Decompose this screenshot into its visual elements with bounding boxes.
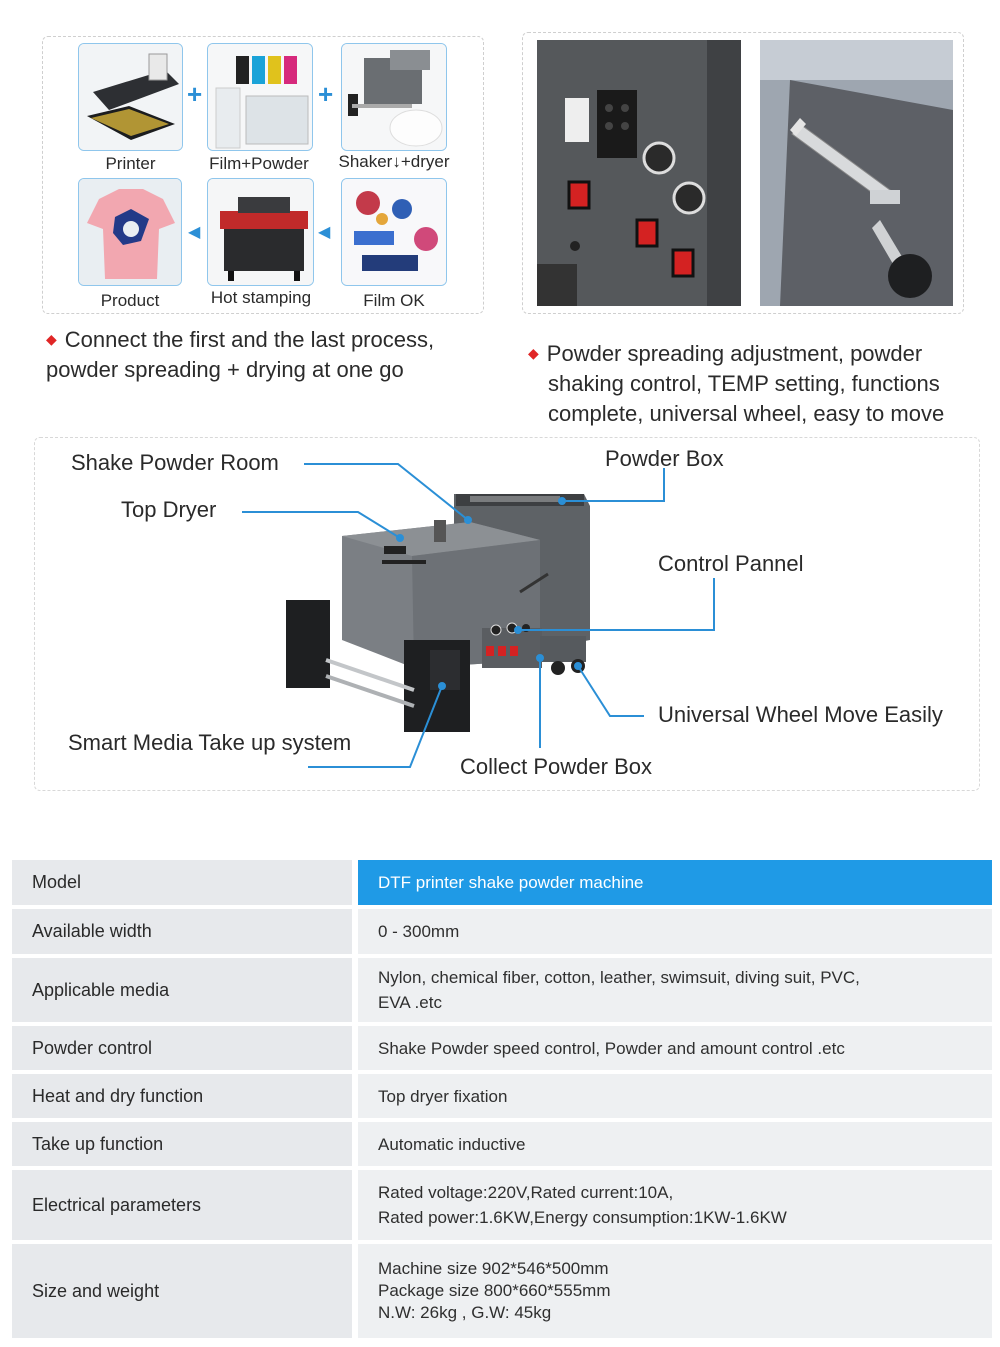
spec-value-line1: Rated voltage:220V,Rated current:10A,: [378, 1183, 674, 1202]
film-powder-label: Film+Powder: [209, 154, 309, 173]
spec-key: Powder control: [12, 1026, 352, 1070]
printer-label: Printer: [105, 154, 156, 173]
table-row: Size and weight Machine size 902*546*500…: [12, 1244, 992, 1338]
spec-key: Heat and dry function: [12, 1074, 352, 1118]
control-pannel-label: Control Pannel: [658, 551, 804, 576]
film-ok-thumb: [341, 178, 447, 286]
process-bullet-line2: powder spreading + drying at one go: [46, 357, 404, 382]
spec-value: 0 - 300mm: [358, 909, 992, 954]
spec-value: Machine size 902*546*500mm Package size …: [358, 1244, 992, 1338]
film-ok-label: Film OK: [363, 291, 425, 310]
features-bullet-line1: Powder spreading adjustment, powder: [546, 341, 923, 366]
wheel-handle-photo: [760, 40, 953, 306]
control-panel-closeup-icon: [537, 40, 741, 306]
spec-value: DTF printer shake powder machine: [358, 860, 992, 905]
bullet-icon: ◆: [528, 345, 539, 361]
spec-value: Automatic inductive: [358, 1122, 992, 1166]
shaker-dryer-label: Shaker↓+dryer: [338, 152, 450, 171]
spec-key: Electrical parameters: [12, 1170, 352, 1240]
table-row: Applicable media Nylon, chemical fiber, …: [12, 958, 992, 1022]
shaker-dryer-thumb: [341, 43, 447, 151]
printed-film-icon: [342, 179, 446, 285]
handle-wheel-closeup-icon: [760, 40, 953, 306]
table-row: Available width 0 - 300mm: [12, 909, 992, 954]
control-panel-photo: [537, 40, 741, 306]
table-row: Take up function Automatic inductive: [12, 1122, 992, 1166]
spec-value-line2: Package size 800*660*555mm: [378, 1281, 611, 1300]
shake-powder-room-label: Shake Powder Room: [71, 450, 279, 475]
film-powder-thumb: [207, 43, 313, 151]
table-row: Heat and dry function Top dryer fixation: [12, 1074, 992, 1118]
shaker-machine-icon: [342, 44, 446, 150]
spec-value-line3: N.W: 26kg , G.W: 45kg: [378, 1303, 552, 1322]
spec-key: Size and weight: [12, 1244, 352, 1338]
hot-stamping-label: Hot stamping: [210, 288, 312, 307]
process-bullet-line1: Connect the first and the last process,: [64, 327, 435, 352]
ink-bottles-icon: [208, 44, 312, 150]
spec-value-line1: Nylon, chemical fiber, cotton, leather, …: [378, 968, 860, 987]
bullet-icon: ◆: [46, 331, 57, 347]
top-dryer-label: Top Dryer: [121, 497, 217, 522]
tshirt-icon: [79, 179, 181, 285]
spec-table: Model DTF printer shake powder machine A…: [12, 856, 992, 1342]
heat-press-icon: [208, 179, 313, 285]
table-row: Powder control Shake Powder speed contro…: [12, 1026, 992, 1070]
spec-value-line2: EVA .etc: [378, 993, 442, 1012]
product-label: Product: [100, 291, 160, 310]
table-row: Model DTF printer shake powder machine: [12, 860, 992, 905]
features-bullet-line3: complete, universal wheel, easy to move: [548, 401, 945, 426]
smart-media-label: Smart Media Take up system: [68, 730, 352, 755]
powder-box-label: Powder Box: [605, 446, 724, 471]
product-thumb: [78, 178, 182, 286]
spec-value-line1: Machine size 902*546*500mm: [378, 1259, 609, 1278]
features-bullet-line2: shaking control, TEMP setting, functions: [548, 371, 940, 396]
spec-value: Rated voltage:220V,Rated current:10A, Ra…: [358, 1170, 992, 1240]
spec-key: Take up function: [12, 1122, 352, 1166]
spec-value: Nylon, chemical fiber, cotton, leather, …: [358, 958, 992, 1022]
spec-value: Top dryer fixation: [358, 1074, 992, 1118]
universal-wheel-label: Universal Wheel Move Easily: [658, 702, 943, 727]
spec-key: Applicable media: [12, 958, 352, 1022]
plus-icon: +: [187, 79, 203, 109]
spec-value-line2: Rated power:1.6KW,Energy consumption:1KW…: [378, 1208, 787, 1227]
spec-key: Available width: [12, 909, 352, 954]
plus-icon: +: [318, 79, 334, 109]
collect-powder-box-label: Collect Powder Box: [460, 754, 652, 779]
spec-key: Model: [12, 860, 352, 905]
spec-value: Shake Powder speed control, Powder and a…: [358, 1026, 992, 1070]
printer-icon: [79, 44, 182, 150]
hot-stamping-thumb: [207, 178, 314, 286]
table-row: Electrical parameters Rated voltage:220V…: [12, 1170, 992, 1240]
features-bullet: ◆ Powder spreading adjustment, powder sha…: [528, 338, 988, 429]
process-bullet: ◆ Connect the first and the last process,…: [46, 324, 496, 385]
printer-thumb: [78, 43, 183, 151]
arrow-left-icon: ◀: [188, 224, 201, 241]
arrow-left-icon: ◀: [318, 224, 331, 241]
